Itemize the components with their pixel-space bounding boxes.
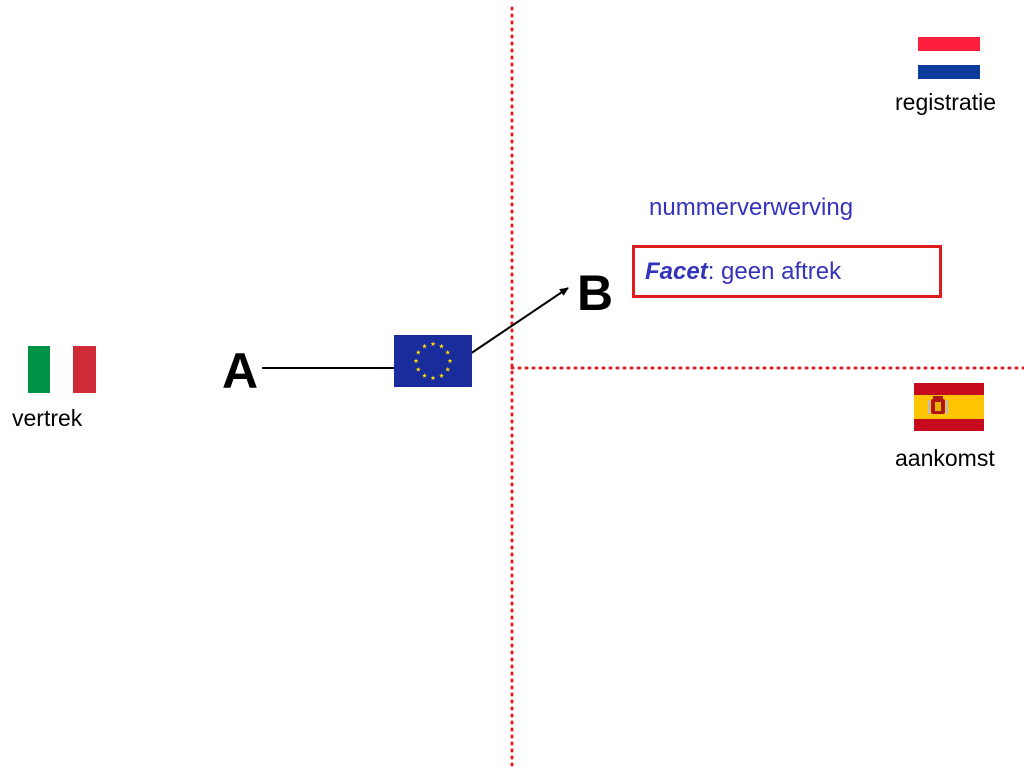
spain-coat-of-arms-icon [928,396,948,414]
facet-separator: : [707,258,722,285]
eu-star-icon [413,358,419,364]
facet-text: Facet: geen aftrek [645,258,841,286]
eu-star-icon [445,366,451,372]
eu-star-icon [445,349,451,355]
registration-label: registratie [895,89,996,115]
number-acquisition-heading: nummerverwerving [649,194,854,221]
eu-flag-icon [394,335,472,387]
eu-star-icon [415,349,421,355]
eu-star-icon [430,341,436,347]
spain-flag-icon [914,383,984,431]
eu-star-icon [422,343,427,349]
point-a-label: A [222,343,259,399]
eu-star-icon [447,358,453,364]
eu-stars-ring [413,341,453,381]
eu-star-icon [415,366,421,372]
netherlands-flag-icon [918,37,980,79]
facet-box: Facet: geen aftrek [632,245,942,298]
eu-star-icon [439,343,444,349]
arrival-label: aankomst [895,445,995,471]
route-arrow-eu-to-b [469,287,569,355]
eu-star-icon [430,375,436,381]
eu-star-icon [439,373,444,378]
departure-label: vertrek [12,405,83,431]
italy-flag-icon [28,346,96,393]
point-b-label: B [577,265,614,321]
eu-star-icon [422,373,427,378]
facet-key: Facet [645,258,708,285]
facet-value: geen aftrek [721,258,842,285]
